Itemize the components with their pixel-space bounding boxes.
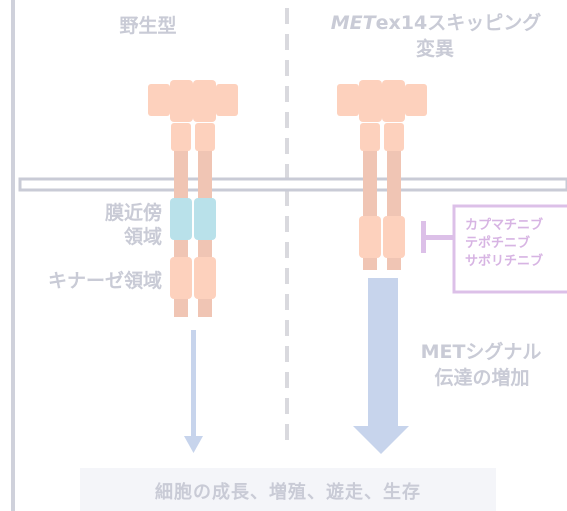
wt-outer-left-lobe [148,84,170,116]
wt-left-tail [174,299,188,317]
wt-left-head [170,80,193,122]
wt-right-block [195,123,215,151]
drug-capmatinib: カプマチニブ [465,218,544,233]
wt-arrow-shaft [191,330,196,438]
mut-left-kinase [359,216,381,258]
wt-right-head [193,80,216,122]
wt-left-linker [174,240,188,258]
inhibitor-bar-stem [421,235,454,240]
mutant-receptor [337,80,427,270]
drug-tepotinib: テポチニブ [465,236,531,251]
mut-outer-left-lobe [337,84,359,116]
signal-label-line1: METシグナル [420,341,542,363]
cell-membrane [18,177,567,192]
kinase-label: キナーゼ領域 [47,270,162,292]
mut-left-tail [363,258,377,270]
outcome-text: 細胞の成長、増殖、遊走、生存 [155,482,421,503]
juxtamembrane-label-line1: 膜近傍 [104,202,162,224]
signal-label-line2: 伝達の増加 [434,367,530,389]
mut-left-stem [363,151,377,217]
wt-left-block [171,123,191,151]
wt-left-kinase [170,257,192,299]
mut-right-stem [387,151,401,217]
drug-box [452,204,567,294]
outcome-box: 細胞の成長、増殖、遊走、生存 [80,468,496,511]
mutant-header-rest: ex14スキッピング [375,12,542,34]
inhibitor-bar [421,221,454,253]
drug-savolitinib: サボリチニブ [465,254,544,269]
mut-left-block [360,123,380,151]
wild-type-receptor [148,80,238,317]
wt-right-stem [198,151,212,198]
mutant-header-line2: 変異 [415,38,454,60]
mut-right-head [382,80,405,122]
mut-left-head [359,80,382,122]
mut-arrow-shaft [368,278,398,426]
left-edge-line [11,0,15,511]
wt-left-stem [174,151,188,198]
mut-right-tail [387,258,401,270]
wt-signal-arrow [184,330,203,453]
wt-right-linker [198,240,212,258]
mutant-header-gene: MET [330,12,376,34]
mut-right-kinase [383,216,405,258]
juxtamembrane-label-line2: 領域 [123,226,162,248]
wt-left-juxtamembrane [170,198,192,240]
mutant-header: METex14スキッピング [312,11,560,35]
wt-right-tail [198,299,212,317]
mut-outer-right-lobe [405,84,427,116]
wild-type-header: 野生型 [119,15,177,37]
wt-arrow-head [184,436,203,453]
wt-outer-right-lobe [216,84,238,116]
wt-right-juxtamembrane [194,198,216,240]
mut-right-block [384,123,404,151]
wt-right-kinase [194,257,216,299]
mut-signal-arrow [353,278,409,454]
mut-arrow-head [353,426,409,454]
